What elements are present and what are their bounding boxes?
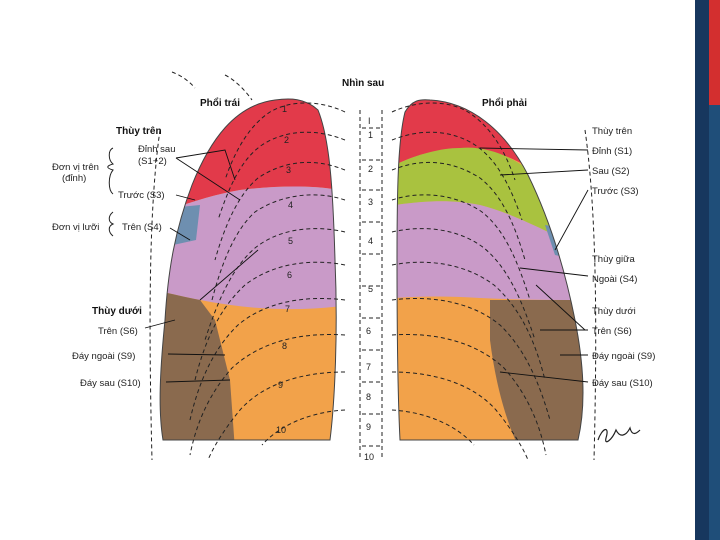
left-anterior-label: Trước (S3) — [118, 190, 165, 201]
right-posterior-label: Sau (S2) — [592, 166, 630, 177]
rib-number: 9 — [278, 380, 283, 390]
vertebra-number: I — [368, 116, 371, 126]
left-superior-lower-label: Trên (S6) — [98, 326, 138, 337]
left-superior-lower-region — [160, 290, 235, 441]
upper-unit-label: Đơn vị trên — [52, 162, 99, 173]
left-anterior-lingula-region — [160, 186, 337, 310]
right-lateral-basal-label: Đáy ngoài (S9) — [592, 351, 655, 362]
rib-number: 5 — [288, 236, 293, 246]
vertebra-number-labels: I 1 2 3 4 5 6 7 8 9 10 — [364, 116, 374, 462]
vertebra-number: 3 — [368, 197, 373, 207]
right-lower-lobe-label: Thùy dưới — [592, 306, 636, 317]
left-apicoposterior-label: Đỉnh sau — [138, 144, 176, 155]
vertebra-number: 5 — [368, 284, 373, 294]
side-stripe-dark — [695, 0, 709, 540]
upper-unit-brace — [107, 147, 115, 195]
side-stripe-blue — [709, 105, 720, 540]
right-middle-region — [397, 201, 583, 300]
right-lateral-label: Ngoài (S4) — [592, 274, 637, 285]
lingula-unit-label: Đơn vị lưỡi — [52, 222, 99, 233]
right-apical-label: Đỉnh (S1) — [592, 146, 632, 157]
right-lung-title: Phổi phải — [482, 97, 527, 109]
rib-number-labels: 1 2 3 4 5 6 7 8 9 10 — [276, 104, 293, 435]
rib-number: 10 — [276, 425, 286, 435]
left-upper-lobe-label: Thùy trên — [116, 126, 162, 137]
artist-signature — [597, 426, 641, 443]
rib-number: 2 — [284, 135, 289, 145]
vertebra-number: 4 — [368, 236, 373, 246]
vertebra-number: 8 — [366, 392, 371, 402]
rib-number: 1 — [282, 104, 287, 114]
left-superior-lingular-label: Trên (S4) — [122, 222, 162, 233]
left-lung — [160, 99, 337, 441]
right-lung — [397, 99, 583, 441]
rib-number: 4 — [288, 200, 293, 210]
rib-number: 8 — [282, 341, 287, 351]
right-upper-lobe-label: Thùy trên — [592, 126, 632, 137]
left-lateral-basal-label: Đáy ngoài (S9) — [72, 351, 135, 362]
left-lung-title: Phổi trái — [200, 97, 240, 109]
left-posterior-basal-label: Đáy sau (S10) — [80, 378, 141, 389]
vertebra-number: 10 — [364, 452, 374, 462]
upper-unit-label-2: (đỉnh) — [62, 173, 86, 184]
right-anterior-label: Trước (S3) — [592, 186, 639, 197]
right-middle-lobe-label: Thùy giữa — [592, 254, 636, 265]
vertebra-number: 2 — [368, 164, 373, 174]
right-superior-lower-label: Trên (S6) — [592, 326, 632, 337]
rib-number: 3 — [286, 165, 291, 175]
vertebra-number: 7 — [366, 362, 371, 372]
left-apicoposterior-sub: (S1+2) — [138, 156, 167, 167]
vertebral-column — [359, 110, 383, 460]
vertebra-number: 6 — [366, 326, 371, 336]
left-lower-lobe-label: Thùy dưới — [92, 306, 142, 317]
leader-lines — [144, 147, 589, 383]
rib-outlines — [149, 71, 597, 461]
right-posterior-basal-label: Đáy sau (S10) — [592, 378, 653, 389]
view-title: Nhìn sau — [342, 78, 384, 89]
vertebra-number: 1 — [368, 130, 373, 140]
rib-number: 6 — [287, 270, 292, 280]
vertebra-number: 9 — [366, 422, 371, 432]
rib-number: 7 — [285, 304, 290, 314]
lingula-unit-brace — [108, 211, 115, 237]
right-superior-lower-region — [490, 300, 583, 441]
left-lung-outline — [159, 98, 337, 441]
side-stripe-red — [709, 0, 720, 105]
